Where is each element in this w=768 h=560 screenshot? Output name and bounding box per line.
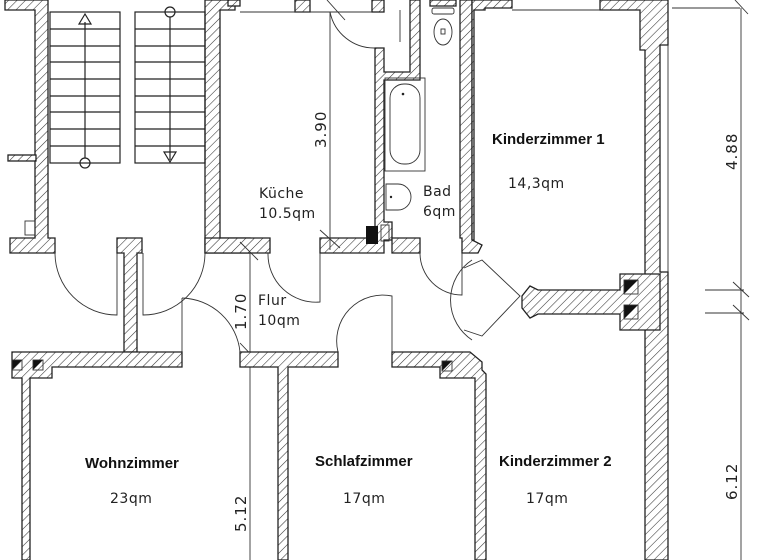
room-kinderzimmer-1: Kinderzimmer 1 14,3qm xyxy=(492,131,605,192)
room-name: Kinderzimmer 2 xyxy=(499,453,612,470)
flur-walls xyxy=(181,241,393,560)
room-kueche: Küche 10.5qm xyxy=(259,186,316,222)
stair-flight-up xyxy=(49,11,121,169)
room-area: 17qm xyxy=(343,491,385,507)
dimension-right-lower: 6.12 xyxy=(723,463,741,500)
dimension-flur: 1.70 xyxy=(232,293,250,330)
arrow-down-icon xyxy=(162,151,178,164)
lower-walls xyxy=(11,351,487,560)
dimension-wohnzimmer: 5.12 xyxy=(232,495,250,532)
stair-flight-down xyxy=(134,6,206,164)
room-flur: Flur 10qm xyxy=(258,293,300,329)
room-bad: Bad 6qm xyxy=(423,184,456,220)
kueche-walls xyxy=(204,0,421,254)
room-name: Küche xyxy=(259,186,304,202)
chimney-icon xyxy=(442,361,452,371)
stair-start-circle-icon xyxy=(79,157,91,169)
room-area: 6qm xyxy=(423,204,456,220)
room-area: 10qm xyxy=(258,313,300,329)
chimney-icon xyxy=(624,280,638,294)
room-schlafzimmer: Schlafzimmer 17qm xyxy=(315,453,413,507)
kinderzimmer-1-walls xyxy=(450,0,750,560)
room-name: Wohnzimmer xyxy=(85,455,179,472)
sink-icon xyxy=(385,183,412,211)
toilet-icon xyxy=(431,7,455,46)
chimney-icon xyxy=(12,360,22,370)
room-name: Bad xyxy=(423,184,452,200)
stair-start-circle-icon xyxy=(164,6,176,18)
dimension-kueche: 3.90 xyxy=(312,111,330,148)
chimney-icon xyxy=(366,226,378,244)
chimney-icon xyxy=(33,360,43,370)
room-area: 17qm xyxy=(526,491,568,507)
room-kinderzimmer-2: Kinderzimmer 2 17qm xyxy=(499,453,612,507)
chimney-icon xyxy=(624,305,638,319)
dimension-right-upper: 4.88 xyxy=(723,133,741,170)
arrow-up-icon xyxy=(77,12,93,25)
room-area: 23qm xyxy=(110,491,152,507)
room-name: Flur xyxy=(258,293,287,309)
room-name: Kinderzimmer 1 xyxy=(492,131,605,148)
room-area: 14,3qm xyxy=(508,176,565,192)
stairwell xyxy=(4,0,251,353)
bad-walls xyxy=(384,0,483,296)
room-area: 10.5qm xyxy=(259,206,316,222)
room-wohnzimmer: Wohnzimmer 23qm xyxy=(85,455,179,507)
bathtub-icon xyxy=(384,77,426,172)
room-name: Schlafzimmer xyxy=(315,453,413,470)
